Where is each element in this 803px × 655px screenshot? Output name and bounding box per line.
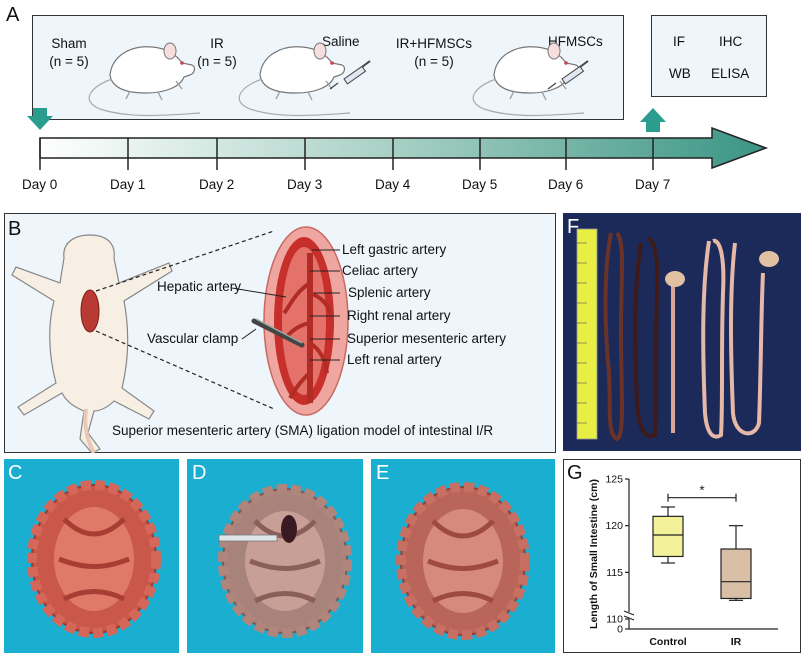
arrow-up-icon	[640, 108, 666, 132]
vessel-label: Superior mesenteric artery	[347, 331, 507, 346]
injection-hfmscs: HFMSCs	[548, 34, 603, 49]
panel-label-c: C	[8, 462, 23, 484]
rat-body	[11, 234, 173, 453]
timeline-arrow	[39, 126, 769, 170]
clamp-in-photo	[218, 534, 278, 542]
panel-label-f: F	[567, 216, 580, 238]
day-label: Day 7	[635, 177, 671, 192]
assay-ihc: IHC	[719, 34, 743, 49]
panel-label-b: B	[8, 218, 22, 240]
sma-ligation-illustration	[11, 226, 349, 453]
intestine-photo-c	[4, 459, 179, 653]
assay-wb: WB	[669, 66, 691, 81]
panel-label-e: E	[376, 462, 390, 484]
vascular-clamp-label: Vascular clamp	[147, 331, 239, 346]
vessel-label: Splenic artery	[348, 285, 431, 300]
panel-label-g: G	[567, 462, 583, 484]
x-tick-label: Control	[649, 636, 686, 648]
day-label: Day 2	[199, 177, 235, 192]
ruler	[576, 228, 598, 440]
assay-elisa: ELISA	[711, 66, 750, 81]
arrow-down-icon	[27, 108, 53, 130]
box-ir	[720, 548, 752, 600]
y-tick-label: 120	[605, 520, 623, 532]
hepatic-artery-label: Hepatic artery	[157, 279, 242, 294]
day-label: Day 0	[22, 177, 58, 192]
intestine-photo	[563, 213, 801, 451]
y-tick-label: 125	[605, 474, 623, 486]
axis-break-mark	[623, 610, 635, 616]
group-sham: Sham (n = 5)	[44, 35, 94, 71]
assay-if: IF	[673, 34, 685, 49]
timeline-ticks	[39, 138, 654, 170]
group-name: IR+HFMSCs	[395, 36, 473, 51]
x-tick-label: IR	[731, 636, 742, 648]
day-label: Day 6	[548, 177, 584, 192]
axis-break-mark	[623, 615, 635, 621]
panel-b-caption: Superior mesenteric artery (SMA) ligatio…	[112, 423, 494, 438]
y-tick-label: 0	[617, 624, 623, 636]
vessel-label: Left gastric artery	[342, 242, 447, 257]
vascular-clamp	[251, 318, 305, 348]
y-tick-label: 110	[606, 614, 623, 626]
box-control	[652, 515, 684, 558]
incision	[80, 289, 100, 333]
assays-box	[651, 15, 767, 97]
group-n: (n = 5)	[197, 54, 237, 69]
panel-label-d: D	[192, 462, 207, 484]
injection-saline: Saline	[322, 34, 360, 49]
group-ir-hfmscs: IR+HFMSCs (n = 5)	[388, 35, 480, 71]
group-name: Sham	[51, 36, 87, 51]
y-tick-label: 115	[606, 567, 623, 579]
panel-label-a: A	[6, 4, 20, 26]
vessel-label: Left renal artery	[347, 352, 442, 367]
y-axis-label: Length of Small Intestine (cm)	[588, 479, 600, 629]
day-label: Day 5	[462, 177, 498, 192]
significance-star: *	[699, 483, 704, 498]
intestine-photo-e	[371, 459, 555, 653]
vessel-label: Right renal artery	[347, 308, 451, 323]
day-label: Day 3	[287, 177, 323, 192]
group-ir: IR (n = 5)	[192, 35, 242, 71]
day-label: Day 4	[375, 177, 411, 192]
vessel-label: Celiac artery	[342, 263, 418, 278]
day-label: Day 1	[110, 177, 146, 192]
group-n: (n = 5)	[414, 54, 454, 69]
timeline	[27, 108, 769, 170]
intestine-photo-d	[187, 459, 363, 653]
group-name: IR	[210, 36, 224, 51]
group-n: (n = 5)	[49, 54, 89, 69]
